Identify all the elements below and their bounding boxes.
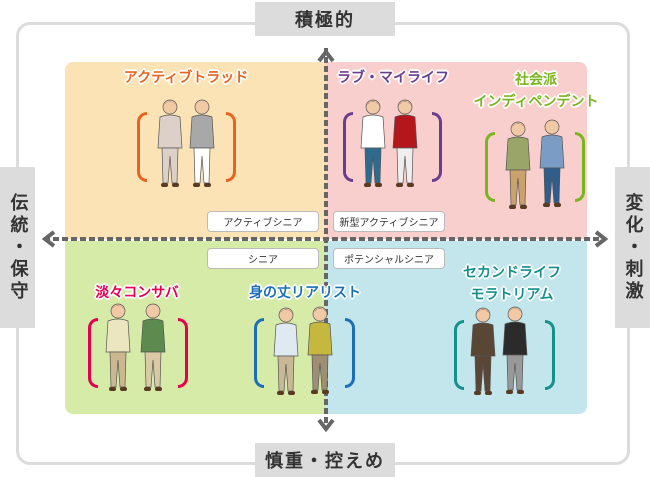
person-illustration xyxy=(138,302,168,398)
axis-label-left: 伝統・保守 xyxy=(0,167,35,328)
person-illustration xyxy=(271,306,301,402)
person-illustration xyxy=(155,98,185,194)
arrow-down-icon xyxy=(317,418,335,433)
person-illustration xyxy=(503,120,533,216)
bracket-right xyxy=(432,112,442,182)
arrow-left-icon xyxy=(41,230,56,248)
person-illustration xyxy=(103,302,133,398)
title-line: 社会派 xyxy=(515,72,557,88)
bracket-left xyxy=(454,320,464,390)
title-line: インディペンデント xyxy=(473,94,599,110)
tag-potential-senior: ポテンシャルシニア xyxy=(333,248,445,269)
group-title-social-independent: 社会派 インディペンデント xyxy=(473,69,598,113)
arrow-up-icon xyxy=(317,48,335,63)
bracket-right xyxy=(345,318,355,388)
person-illustration xyxy=(358,98,388,194)
bracket-left xyxy=(485,132,495,202)
bracket-left xyxy=(254,318,264,388)
bracket-left xyxy=(88,318,98,388)
group-title-second-life-moratorium: セカンドライフ モラトリアム xyxy=(463,262,561,306)
axis-label-right: 変化・刺激 xyxy=(615,167,650,328)
person-illustration xyxy=(500,305,530,401)
group-title-tantan-conserva: 淡々コンサバ xyxy=(95,285,179,301)
arrow-right-icon xyxy=(594,230,609,248)
person-illustration xyxy=(537,118,567,214)
title-line: モラトリアム xyxy=(470,287,554,303)
tag-senior: シニア xyxy=(207,248,319,269)
bracket-right xyxy=(545,320,555,390)
person-illustration xyxy=(187,98,217,194)
group-title-active-trad: アクティブトラッド xyxy=(123,70,249,86)
axis-label-top: 積極的 xyxy=(255,2,395,36)
tag-new-active-senior: 新型アクティブシニア xyxy=(333,211,445,232)
tag-active-senior: アクティブシニア xyxy=(207,211,319,232)
bracket-left xyxy=(343,112,353,182)
group-title-love-my-life: ラブ・マイライフ xyxy=(337,70,449,86)
person-illustration xyxy=(305,305,335,401)
bracket-right xyxy=(575,132,585,202)
bracket-left xyxy=(137,112,147,182)
bracket-right xyxy=(226,112,236,182)
group-title-minotake-realist: 身の丈リアリスト xyxy=(249,285,361,301)
axis-label-bottom: 慎重・控えめ xyxy=(255,443,395,477)
person-illustration xyxy=(390,98,420,194)
title-line: セカンドライフ xyxy=(463,265,561,281)
bracket-right xyxy=(178,318,188,388)
person-illustration xyxy=(468,306,498,402)
